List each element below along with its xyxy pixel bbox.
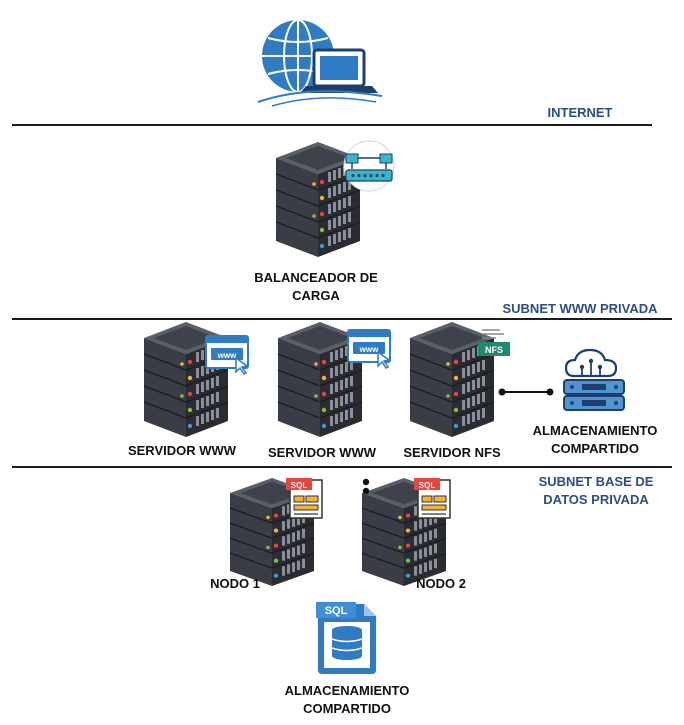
- www-server-2-label: SERVIDOR WWW: [267, 445, 377, 460]
- svg-text:SQL: SQL: [419, 481, 436, 490]
- divider-subnet-db: [12, 466, 672, 468]
- db-storage-label-line2: COMPARTIDO: [303, 701, 391, 716]
- www-server-1-label: SERVIDOR WWW: [127, 443, 237, 458]
- storage-label-line2: COMPARTIDO: [551, 441, 639, 456]
- svg-text:NFS: NFS: [485, 345, 503, 355]
- svg-text:www: www: [359, 345, 379, 354]
- node-1-label: NODO 1: [210, 576, 260, 591]
- zone-internet-label: INTERNET: [547, 105, 613, 120]
- replication-dots: [362, 478, 370, 495]
- www-badge-text: www: [217, 351, 237, 360]
- network-switch-icon: [343, 140, 395, 192]
- zone-subnet-db-label-line1: SUBNET BASE DE: [538, 474, 654, 489]
- zone-subnet-www-label: SUBNET WWW PRIVADA: [502, 301, 658, 316]
- cloud-storage-icon: [563, 348, 625, 411]
- zone-subnet-db-label-line2: DATOS PRIVADA: [543, 492, 649, 507]
- divider-internet: [12, 124, 652, 126]
- nfs-storage-connector: [498, 388, 554, 396]
- divider-subnet-www: [12, 318, 672, 320]
- globe-laptop-icon: [257, 19, 383, 107]
- nfs-server-label: SERVIDOR NFS: [403, 445, 501, 460]
- svg-text:SQL: SQL: [291, 481, 308, 490]
- nfs-badge: NFS: [478, 329, 510, 356]
- db-storage-label-line1: ALMACENAMIENTO: [284, 683, 410, 698]
- svg-text:www: www: [217, 351, 237, 360]
- sql-badge: SQL: [413, 477, 451, 519]
- balancer-label-line2: CARGA: [292, 288, 340, 303]
- sql-badge: SQL: [285, 477, 323, 519]
- svg-text:SQL: SQL: [325, 605, 348, 617]
- balancer-label-line1: BALANCEADOR DE: [254, 270, 378, 285]
- node-2-label: NODO 2: [416, 576, 466, 591]
- storage-label-line1: ALMACENAMIENTO: [532, 423, 658, 438]
- www-badge-text: www: [359, 345, 379, 354]
- sql-database-icon: SQL: [316, 602, 376, 674]
